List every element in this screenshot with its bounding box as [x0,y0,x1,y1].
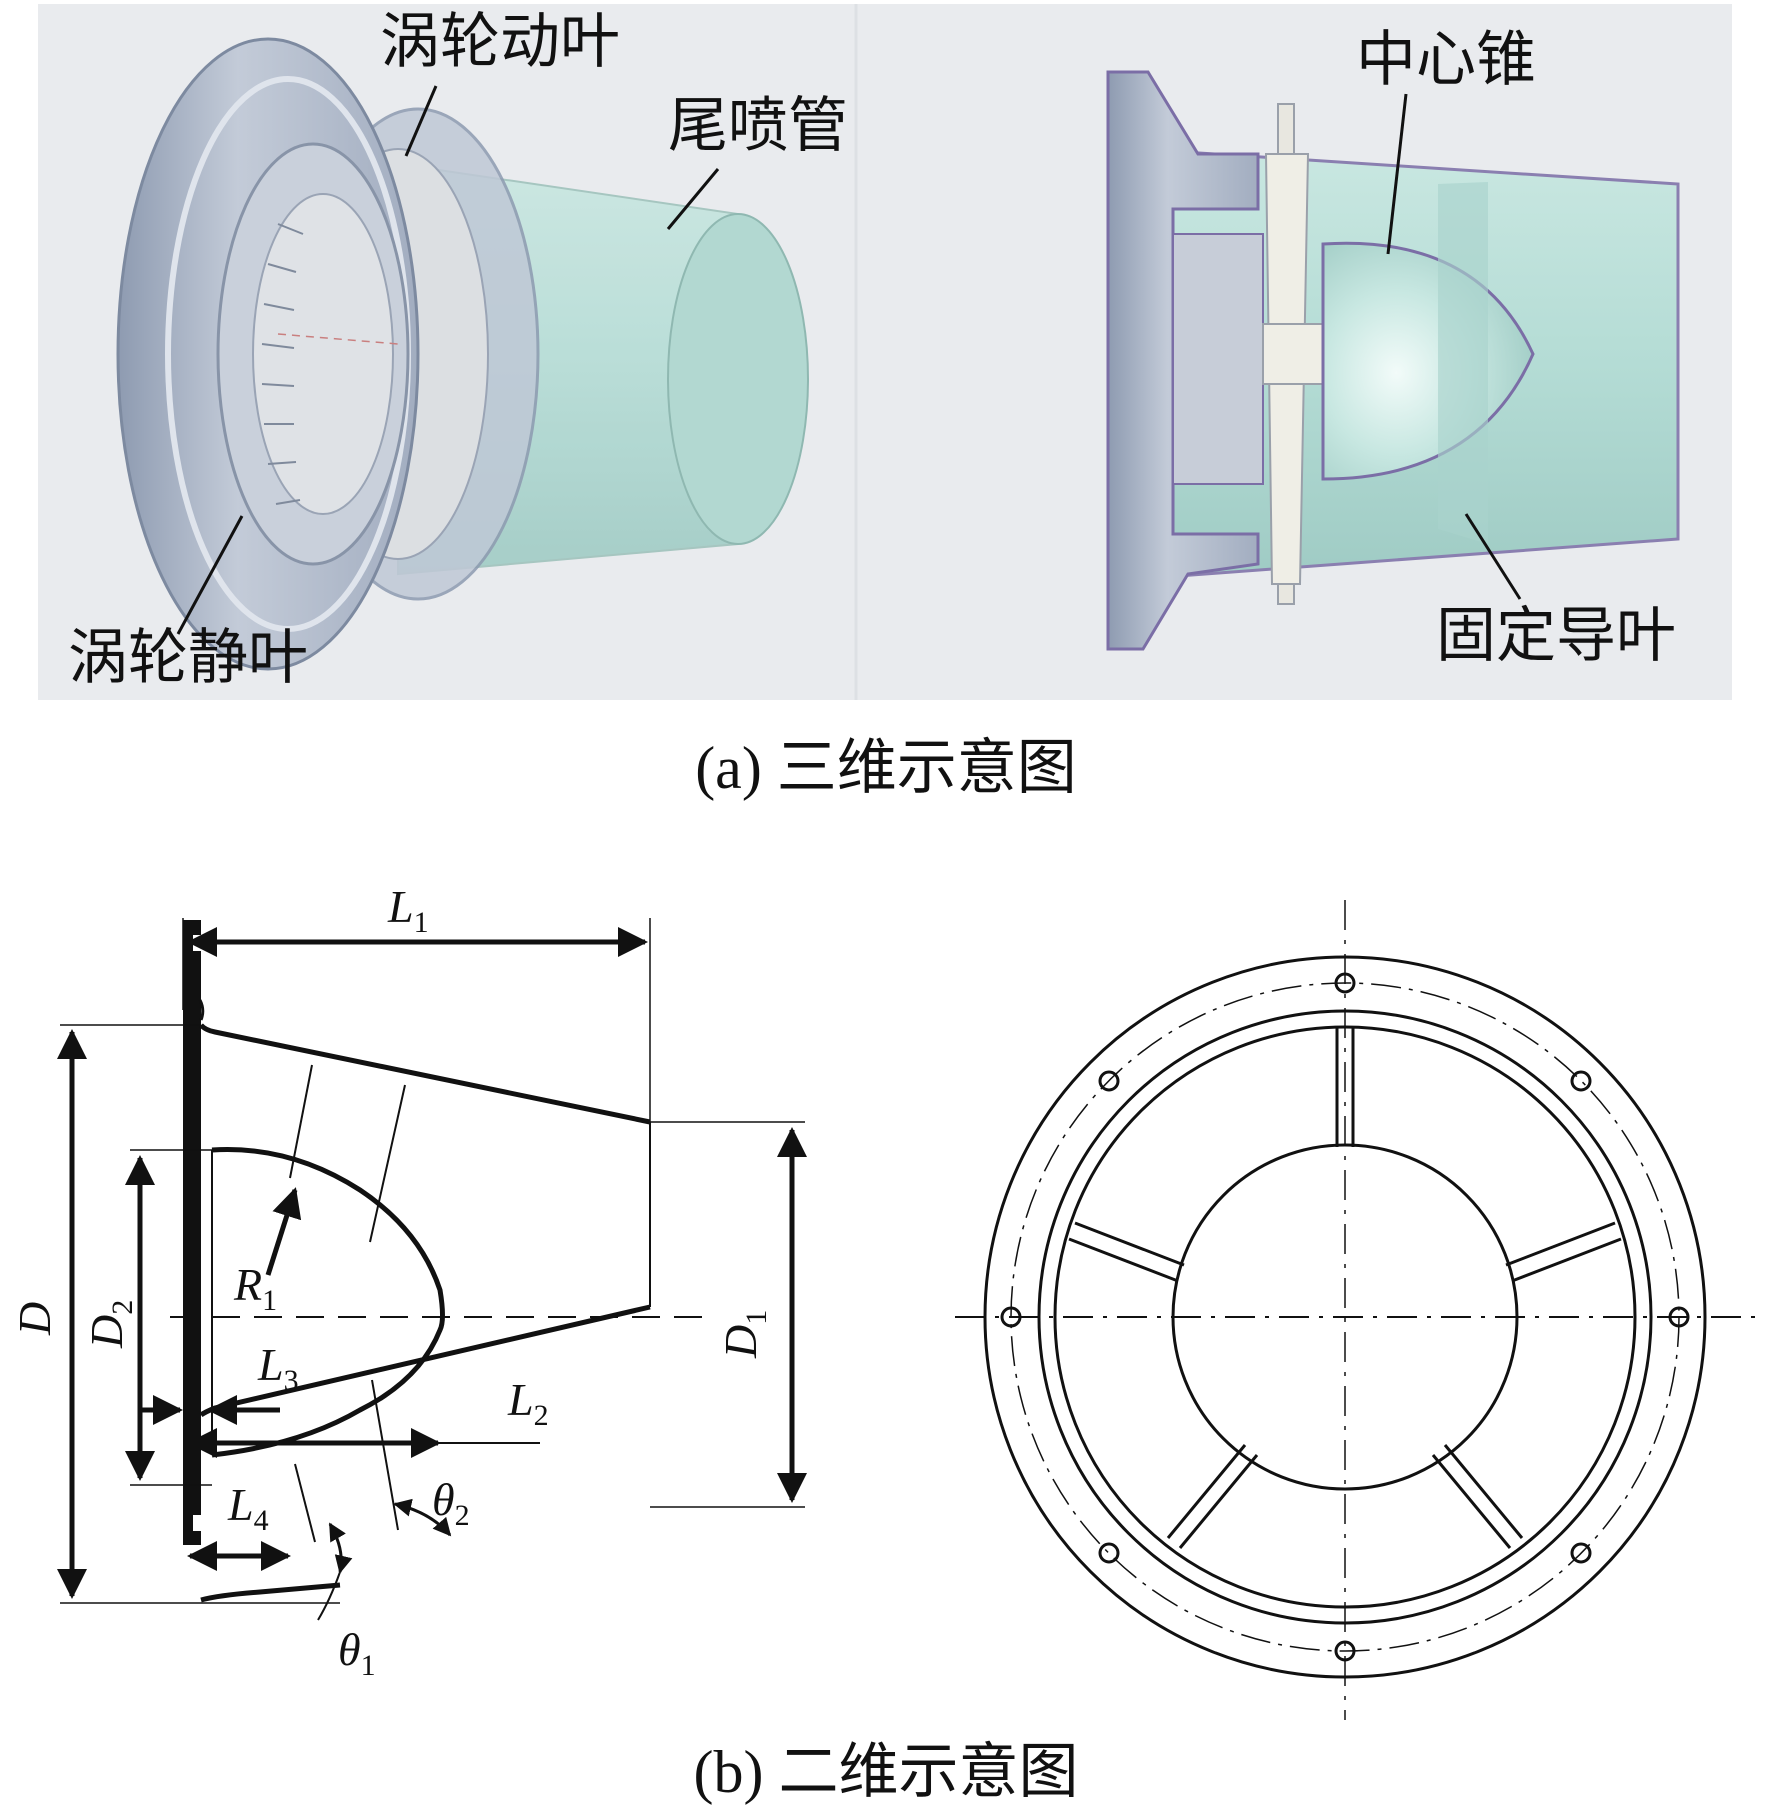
leader-fixed-guide-vane [1464,513,1522,600]
front-view [955,900,1765,1720]
callout-leaders [176,85,1522,635]
figure-b-panel: L1 L2 L3 L4 R1 θ1 θ2 D D2 D1 [0,860,1772,1720]
callout-fixed-guide-vane: 固定导叶 [1436,601,1676,671]
front-spokes [1068,1027,1622,1549]
caption-a: (a) 三维示意图 [0,738,1772,798]
stator-ring [252,193,394,515]
leader-tail-nozzle [666,168,720,230]
dim-arrow-R1 [265,1187,302,1276]
stator-blade-lines [261,223,304,505]
label-D1: D1 [715,1310,773,1359]
tail-nozzle-outlet [667,213,809,545]
vane-line-1 [289,1064,313,1179]
vane-line-2 [369,1084,406,1243]
callout-tail-nozzle: 尾喷管 [668,91,848,161]
guide-vane-shape [1438,182,1488,544]
label-R1: R1 [233,1259,277,1317]
label-L1: L1 [387,881,429,939]
center-cone-outline [211,1147,445,1458]
dim-arc-theta1 [328,1522,353,1574]
caption-b: (b) 二维示意图 [0,1742,1772,1802]
right-3d-cutaway [1106,70,1680,651]
cutaway-blades [1262,103,1324,605]
label-L4: L4 [227,1479,269,1537]
axis-line-left [277,333,399,345]
label-D2: D2 [81,1300,139,1349]
figure-a-panel: 涡轮动叶 尾喷管 涡轮静叶 中心锥 固定导叶 [38,4,1732,700]
figure-b-drawing: L1 L2 L3 L4 R1 θ1 θ2 D D2 D1 [9,881,1765,1720]
leader-stator-blade [176,515,244,635]
caption-a-label: (a) [695,735,762,801]
nozzle-outline-top [199,1023,651,1125]
vane-line-3 [294,1463,316,1543]
label-theta1: θ1 [338,1624,376,1682]
left-3d-assembly [116,37,809,671]
figure-a-render [38,4,1732,700]
label-D: D [9,1302,60,1336]
callout-rotor-blade: 涡轮动叶 [380,7,620,77]
dim-leader-theta1 [317,1571,341,1621]
flange-plate [183,920,201,1545]
caption-a-text: 三维示意图 [776,733,1077,803]
label-theta2: θ2 [432,1474,470,1532]
caption-b-text: 二维示意图 [778,1737,1079,1807]
callout-center-cone: 中心锥 [1356,25,1536,95]
leader-rotor-blade [404,85,438,157]
dimension-arrows [57,927,807,1621]
cutaway-hub [1172,233,1264,485]
label-L2: L2 [507,1374,549,1432]
dimension-labels: L1 L2 L3 L4 R1 θ1 θ2 D D2 D1 [9,881,773,1682]
caption-b-label: (b) [693,1739,764,1805]
label-L3: L3 [257,1339,299,1397]
cutaway-housing [1106,70,1260,651]
leader-center-cone [1386,93,1408,255]
vane-line-4 [371,1379,399,1531]
dim-arc-theta2 [393,1498,452,1537]
callout-stator-blade: 涡轮静叶 [68,623,308,693]
